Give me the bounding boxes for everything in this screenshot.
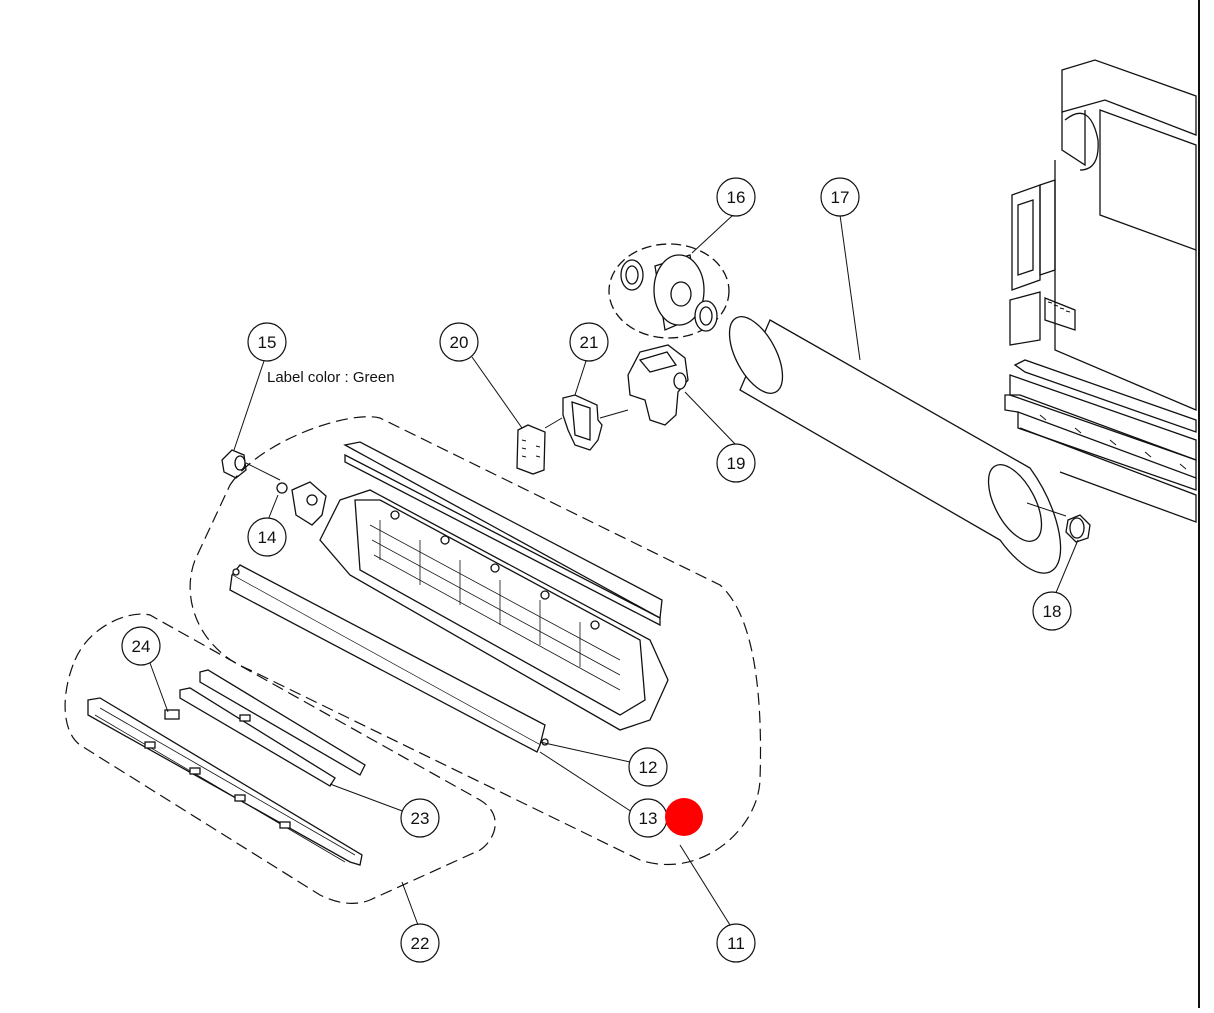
callout-21: 21 — [569, 322, 609, 362]
callout-13: 13 — [628, 798, 668, 838]
rail-bar — [179, 669, 366, 787]
callout-14: 14 — [247, 517, 287, 557]
control-board — [516, 424, 546, 475]
callout-15-label: 15 — [258, 333, 277, 352]
fan-motor-assembly — [608, 243, 730, 339]
bracket — [562, 394, 603, 451]
callout-19-label: 19 — [727, 454, 746, 473]
callout-14-label: 14 — [258, 528, 277, 547]
callout-20-label: 20 — [450, 333, 469, 352]
callout-19: 19 — [716, 443, 756, 483]
label-color-note: Label color : Green — [267, 369, 395, 386]
callout-18-label: 18 — [1043, 602, 1062, 621]
front-frame — [87, 697, 363, 866]
callout-12-label: 12 — [639, 758, 658, 777]
group-outline-11 — [189, 416, 762, 866]
callout-17: 17 — [820, 177, 860, 217]
louver-bar — [229, 564, 549, 753]
red-marker-dot — [665, 798, 703, 836]
callout-15: 15 — [247, 322, 287, 362]
main-chassis — [319, 441, 669, 731]
connector — [164, 709, 180, 720]
callout-24: 24 — [121, 626, 161, 666]
callout-23-label: 23 — [411, 809, 430, 828]
bearing-housing — [276, 481, 327, 526]
callout-11: 11 — [716, 923, 756, 963]
callout-16: 16 — [716, 177, 756, 217]
callout-13-label: 13 — [639, 809, 658, 828]
callout-21-label: 21 — [580, 333, 599, 352]
callout-12: 12 — [628, 747, 668, 787]
callout-22-label: 22 — [411, 934, 430, 953]
callout-17-label: 17 — [831, 188, 850, 207]
callout-23: 23 — [400, 798, 440, 838]
sensor-part — [221, 449, 281, 481]
group-outline-22 — [64, 613, 496, 904]
motor-holder — [627, 344, 689, 426]
callout-24-label: 24 — [132, 637, 151, 656]
indoor-unit-housing — [1004, 59, 1197, 523]
callout-11-label: 11 — [727, 934, 745, 953]
leader-lines — [149, 214, 1079, 926]
cross-flow-fan-cylinder — [728, 316, 1067, 574]
callout-20: 20 — [439, 322, 479, 362]
callout-22: 22 — [400, 923, 440, 963]
callout-16-label: 16 — [727, 188, 746, 207]
fan-bearing-bush — [1065, 514, 1091, 543]
callout-18: 18 — [1032, 591, 1072, 631]
